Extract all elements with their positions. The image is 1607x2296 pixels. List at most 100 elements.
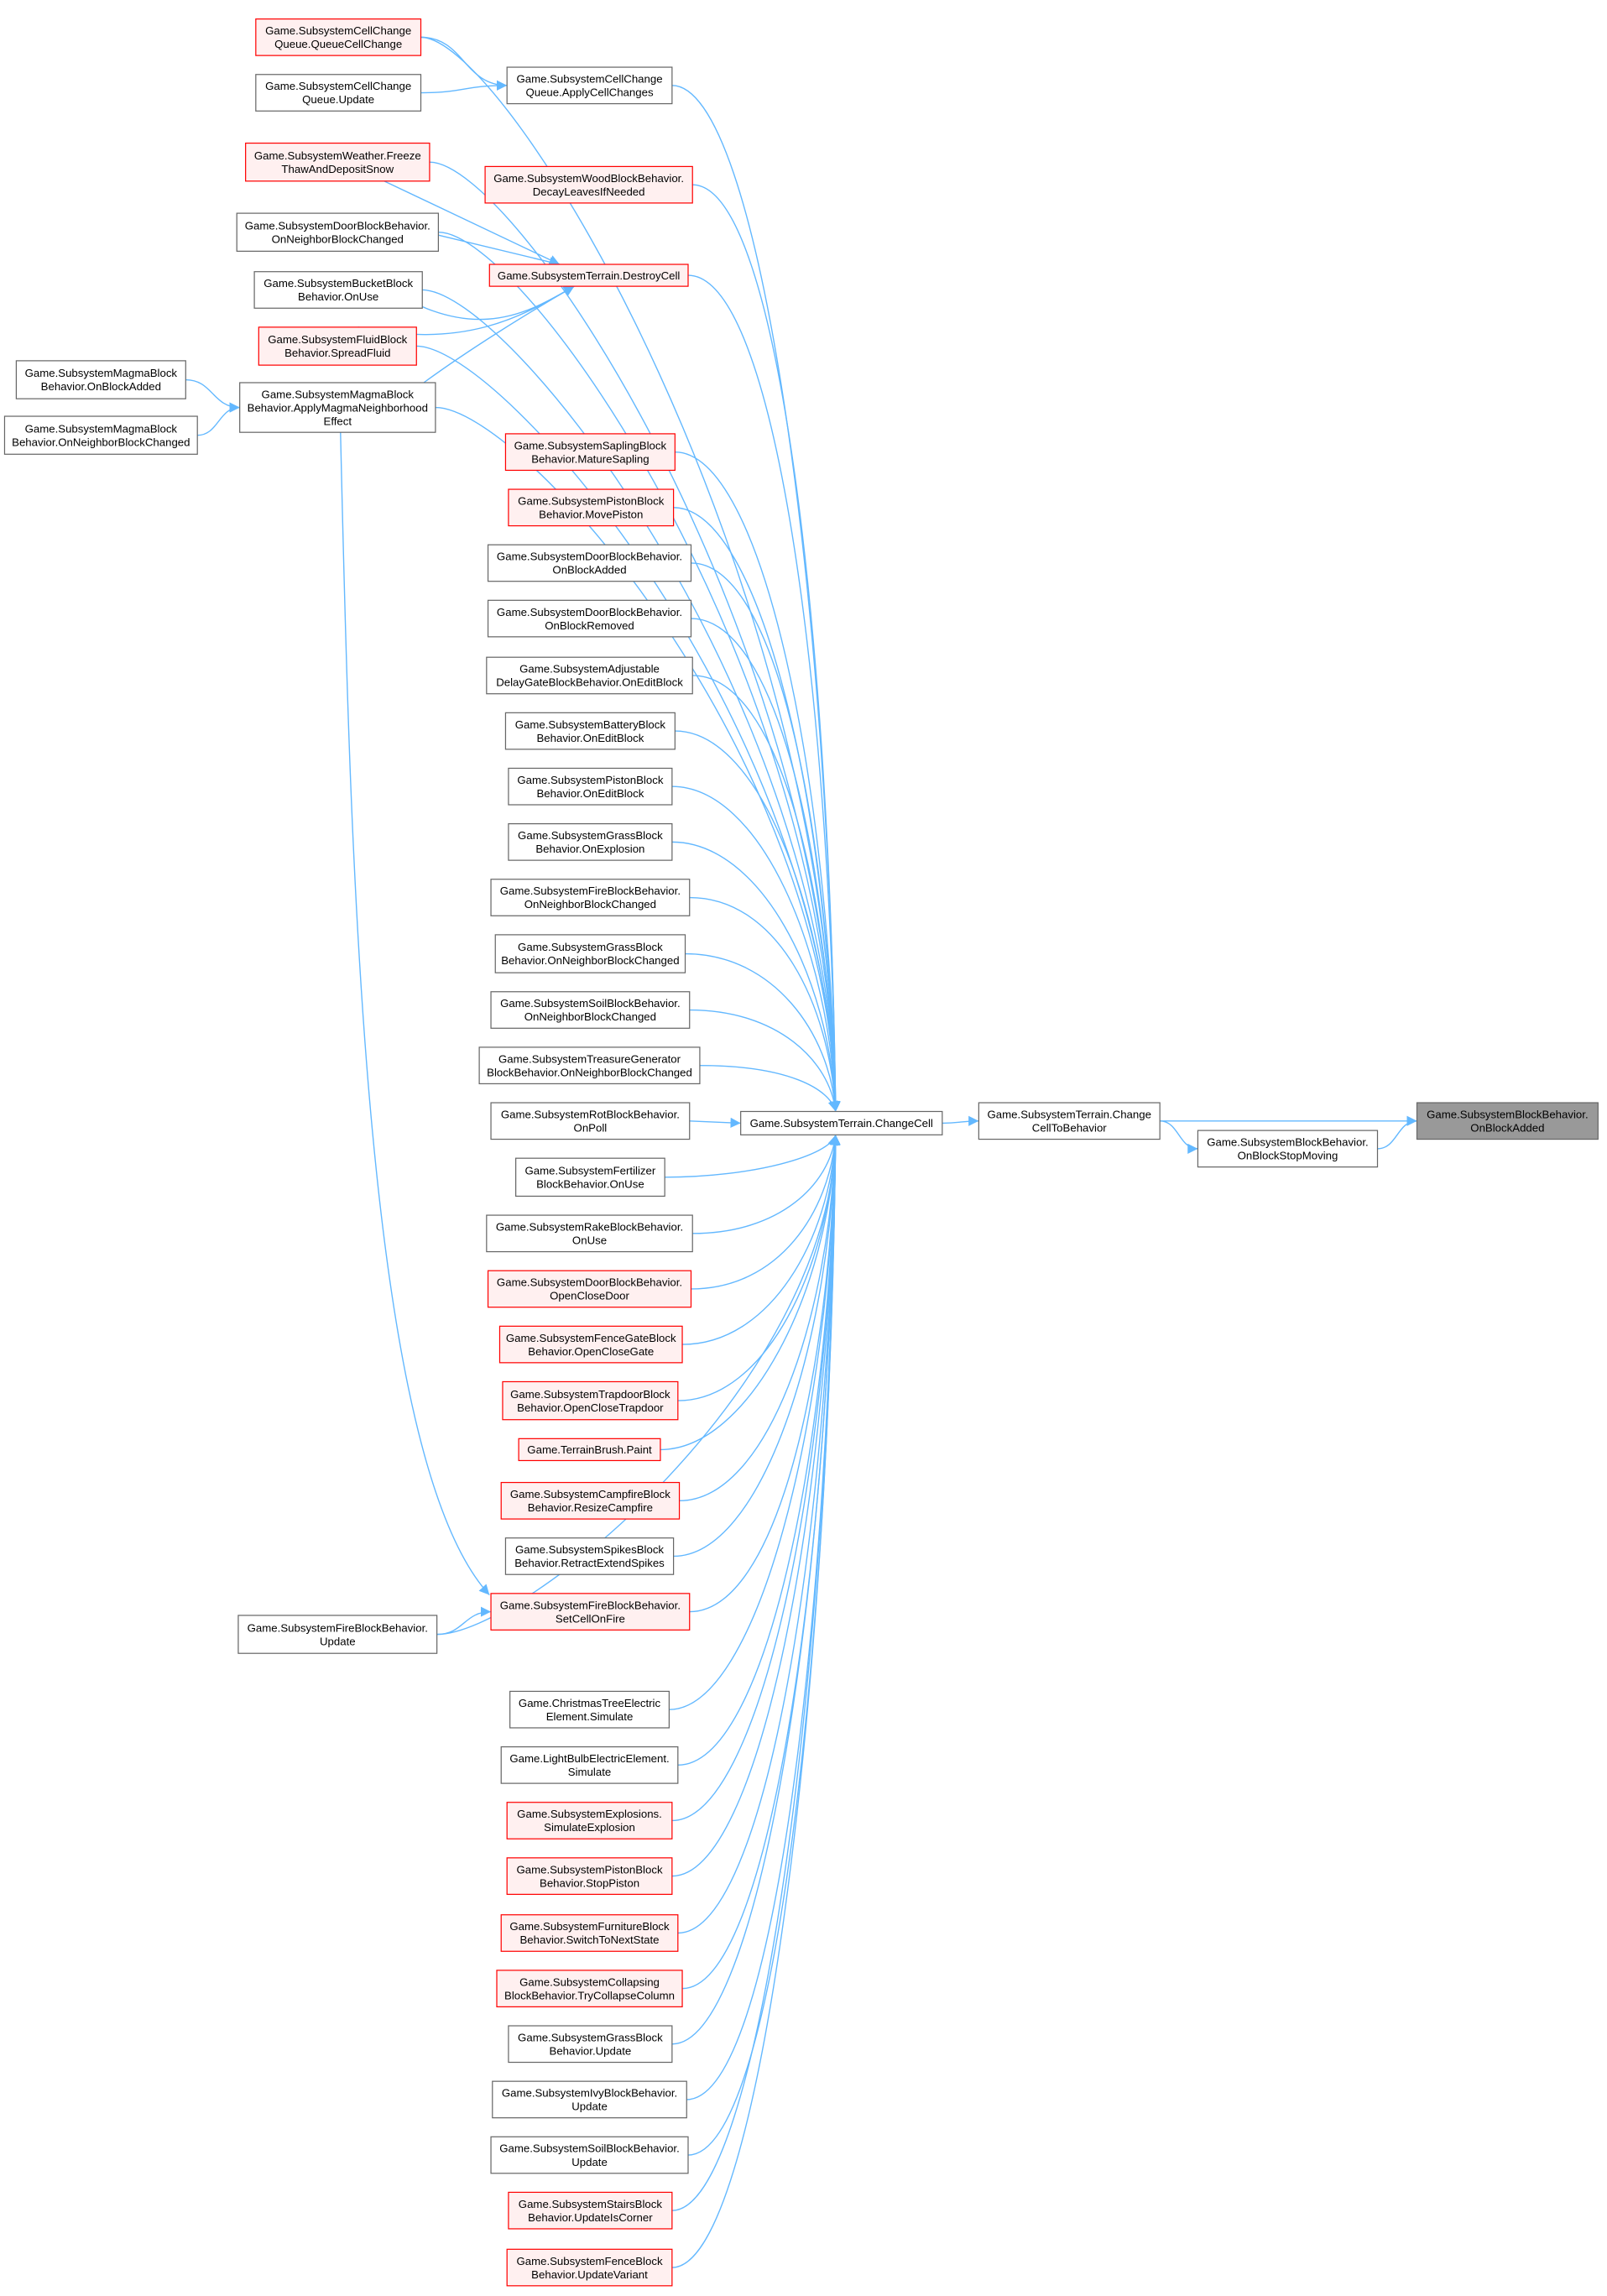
node-label-line: Game.LightBulbElectricElement.	[509, 1752, 669, 1765]
node-label-line: Game.SubsystemRakeBlockBehavior.	[496, 1221, 683, 1234]
node-simulate-explosion[interactable]: Game.SubsystemExplosions.SimulateExplosi…	[506, 1802, 673, 1839]
node-label-line: Behavior.MatureSapling	[531, 452, 649, 465]
edge-soil-neighbor-changed-to-change-cell	[689, 1009, 840, 1112]
node-box	[490, 879, 691, 916]
edge-fence-variant-to-change-cell	[671, 1135, 841, 2268]
node-christmas-simulate[interactable]: Game.ChristmasTreeElectricElement.Simula…	[509, 1690, 670, 1729]
node-queue-cell-change[interactable]: Game.SubsystemCellChangeQueue.QueueCellC…	[255, 18, 422, 56]
node-delay-gate-edit[interactable]: Game.SubsystemAdjustableDelayGateBlockBe…	[486, 656, 693, 695]
node-label-line: Game.SubsystemPistonBlock	[518, 495, 665, 508]
edge-open-close-trapdoor-to-change-cell	[677, 1135, 841, 1401]
node-stop-piston[interactable]: Game.SubsystemPistonBlockBehavior.StopPi…	[506, 1857, 673, 1895]
node-destroy-cell[interactable]: Game.SubsystemTerrain.DestroyCell	[488, 264, 689, 287]
node-label-line: Game.SubsystemTerrain.DestroyCell	[498, 269, 681, 282]
node-resize-campfire[interactable]: Game.SubsystemCampfireBlockBehavior.Resi…	[500, 1481, 681, 1520]
node-rot-on-poll[interactable]: Game.SubsystemRotBlockBehavior.OnPoll	[490, 1102, 691, 1140]
node-label-line: OnNeighborBlockChanged	[524, 898, 656, 911]
node-fire-neighbor-changed[interactable]: Game.SubsystemFireBlockBehavior.OnNeighb…	[490, 879, 691, 916]
node-apply-cell-changes[interactable]: Game.SubsystemCellChangeQueue.ApplyCellC…	[506, 66, 673, 105]
edge-queue-cell-change-to-change-cell	[420, 36, 841, 1112]
node-open-close-trapdoor[interactable]: Game.SubsystemTrapdoorBlockBehavior.Open…	[502, 1380, 679, 1421]
node-box	[490, 1102, 691, 1140]
node-box	[504, 1537, 675, 1575]
node-box	[486, 1214, 693, 1253]
edge-stairs-corner-to-change-cell	[671, 1135, 841, 2211]
node-open-close-gate[interactable]: Game.SubsystemFenceGateBlockBehavior.Ope…	[498, 1325, 683, 1364]
node-apply-magma[interactable]: Game.SubsystemMagmaBlockBehavior.ApplyMa…	[239, 382, 436, 433]
node-label-line: OnNeighborBlockChanged	[272, 232, 404, 245]
node-grass-explosion[interactable]: Game.SubsystemGrassBlockBehavior.OnExplo…	[508, 823, 673, 861]
edge-open-close-door-to-change-cell	[691, 1135, 840, 1290]
node-door-on-block-added[interactable]: Game.SubsystemDoorBlockBehavior.OnBlockA…	[487, 544, 692, 582]
node-label-line: Game.SubsystemTerrain.Change	[988, 1108, 1151, 1120]
node-label-line: CellToBehavior	[1032, 1122, 1108, 1135]
edge-grass-neighbor-changed-to-change-cell	[685, 952, 840, 1112]
edge-freeze-thaw-to-destroy-cell	[383, 180, 561, 265]
node-ivy-update[interactable]: Game.SubsystemIvyBlockBehavior.Update	[492, 2080, 687, 2119]
node-try-collapse[interactable]: Game.SubsystemCollapsingBlockBehavior.Tr…	[496, 1970, 683, 2007]
node-fertilizer-on-use[interactable]: Game.SubsystemFertilizerBlockBehavior.On…	[515, 1157, 665, 1198]
node-label-line: Game.SubsystemFireBlockBehavior.	[248, 1621, 428, 1634]
node-label-line: Game.SubsystemBucketBlock	[263, 277, 413, 290]
node-label-line: Game.SubsystemCellChange	[265, 80, 411, 92]
node-lightbulb-simulate[interactable]: Game.LightBulbElectricElement.Simulate	[500, 1745, 679, 1784]
node-box	[255, 18, 422, 56]
node-switch-next-state[interactable]: Game.SubsystemFurnitureBlockBehavior.Swi…	[500, 1914, 679, 1952]
node-fire-update[interactable]: Game.SubsystemFireBlockBehavior.Update	[237, 1615, 438, 1654]
node-box	[253, 271, 423, 309]
node-terrain-brush-paint[interactable]: Game.TerrainBrush.Paint	[518, 1438, 661, 1462]
node-magma-neighbor-changed[interactable]: Game.SubsystemMagmaBlockBehavior.OnNeigh…	[3, 415, 198, 455]
edge-christmas-simulate-to-change-cell	[669, 1135, 841, 1710]
node-fence-variant[interactable]: Game.SubsystemFenceBlockBehavior.UpdateV…	[506, 2248, 673, 2287]
node-soil-update[interactable]: Game.SubsystemSoilBlockBehavior.Update	[490, 2136, 689, 2174]
node-label-line: OnUse	[572, 1234, 607, 1247]
edge-fertilizer-on-use-to-change-cell	[665, 1135, 838, 1178]
node-freeze-thaw[interactable]: Game.SubsystemWeather.FreezeThawAndDepos…	[245, 142, 430, 182]
node-magma-on-block-added[interactable]: Game.SubsystemMagmaBlockBehavior.OnBlock…	[15, 360, 186, 399]
node-open-close-door[interactable]: Game.SubsystemDoorBlockBehavior.OpenClos…	[487, 1270, 692, 1308]
node-door-neighbor-changed[interactable]: Game.SubsystemDoorBlockBehavior.OnNeighb…	[236, 212, 439, 252]
node-label-line: Game.SubsystemBlockBehavior.	[1207, 1136, 1369, 1149]
node-grass-neighbor-changed[interactable]: Game.SubsystemGrassBlockBehavior.OnNeigh…	[494, 934, 686, 973]
node-mature-sapling[interactable]: Game.SubsystemSaplingBlockBehavior.Matur…	[504, 433, 676, 472]
node-soil-neighbor-changed[interactable]: Game.SubsystemSoilBlockBehavior.OnNeighb…	[490, 991, 691, 1029]
node-box	[515, 1157, 665, 1198]
node-change-cell[interactable]: Game.SubsystemTerrain.ChangeCell	[740, 1110, 943, 1135]
edge-fire-update-to-change-cell	[436, 1135, 841, 1636]
node-label-line: Game.SubsystemBlockBehavior.	[1427, 1108, 1589, 1120]
node-on-block-added[interactable]: Game.SubsystemBlockBehavior.OnBlockAdded	[1416, 1102, 1599, 1140]
node-label-line: Update	[571, 2156, 608, 2168]
node-retract-extend-spikes[interactable]: Game.SubsystemSpikesBlockBehavior.Retrac…	[504, 1537, 675, 1575]
node-label-line: Behavior.OpenCloseTrapdoor	[517, 1401, 664, 1414]
node-label-line: Game.SubsystemDoorBlockBehavior.	[497, 1276, 682, 1289]
edge-destroy-cell-to-change-cell	[688, 274, 841, 1112]
node-rake-on-use[interactable]: Game.SubsystemRakeBlockBehavior.OnUse	[486, 1214, 693, 1253]
node-label-line: Game.SubsystemRotBlockBehavior.	[501, 1108, 680, 1120]
node-label-line: Effect	[324, 415, 352, 427]
node-battery-edit[interactable]: Game.SubsystemBatteryBlockBehavior.OnEdi…	[504, 712, 676, 750]
node-spread-fluid[interactable]: Game.SubsystemFluidBlockBehavior.SpreadF…	[258, 326, 417, 366]
node-label-line: Game.SubsystemGrassBlock	[518, 2031, 663, 2043]
node-label-line: OnBlockStopMoving	[1238, 1150, 1338, 1162]
nodes-layer: Game.SubsystemCellChangeQueue.QueueCellC…	[3, 18, 1599, 2287]
node-box	[506, 1857, 673, 1895]
node-set-cell-on-fire[interactable]: Game.SubsystemFireBlockBehavior.SetCellO…	[490, 1593, 691, 1631]
edge-piston-edit-to-change-cell	[671, 785, 841, 1112]
node-change-cell-to-behavior[interactable]: Game.SubsystemTerrain.ChangeCellToBehavi…	[978, 1102, 1161, 1140]
node-move-piston[interactable]: Game.SubsystemPistonBlockBehavior.MovePi…	[508, 488, 675, 527]
node-decay-leaves[interactable]: Game.SubsystemWoodBlockBehavior.DecayLea…	[484, 165, 693, 204]
node-label-line: Game.SubsystemMagmaBlock	[262, 388, 415, 400]
node-block-stop-moving[interactable]: Game.SubsystemBlockBehavior.OnBlockStopM…	[1197, 1130, 1379, 1168]
node-treasure-neighbor-changed[interactable]: Game.SubsystemTreasureGeneratorBlockBeha…	[478, 1046, 701, 1085]
node-box	[3, 415, 198, 455]
edge-change-cell-to-behavior-to-block-stop-moving	[1160, 1120, 1198, 1154]
node-stairs-corner[interactable]: Game.SubsystemStairsBlockBehavior.Update…	[508, 2191, 673, 2230]
node-label-line: Game.TerrainBrush.Paint	[527, 1443, 652, 1456]
node-piston-edit[interactable]: Game.SubsystemPistonBlockBehavior.OnEdit…	[508, 767, 673, 806]
node-label-line: Game.SubsystemMagmaBlock	[25, 422, 178, 435]
node-door-on-block-removed[interactable]: Game.SubsystemDoorBlockBehavior.OnBlockR…	[487, 599, 692, 638]
edge-block-stop-moving-to-on-block-added	[1377, 1115, 1417, 1150]
